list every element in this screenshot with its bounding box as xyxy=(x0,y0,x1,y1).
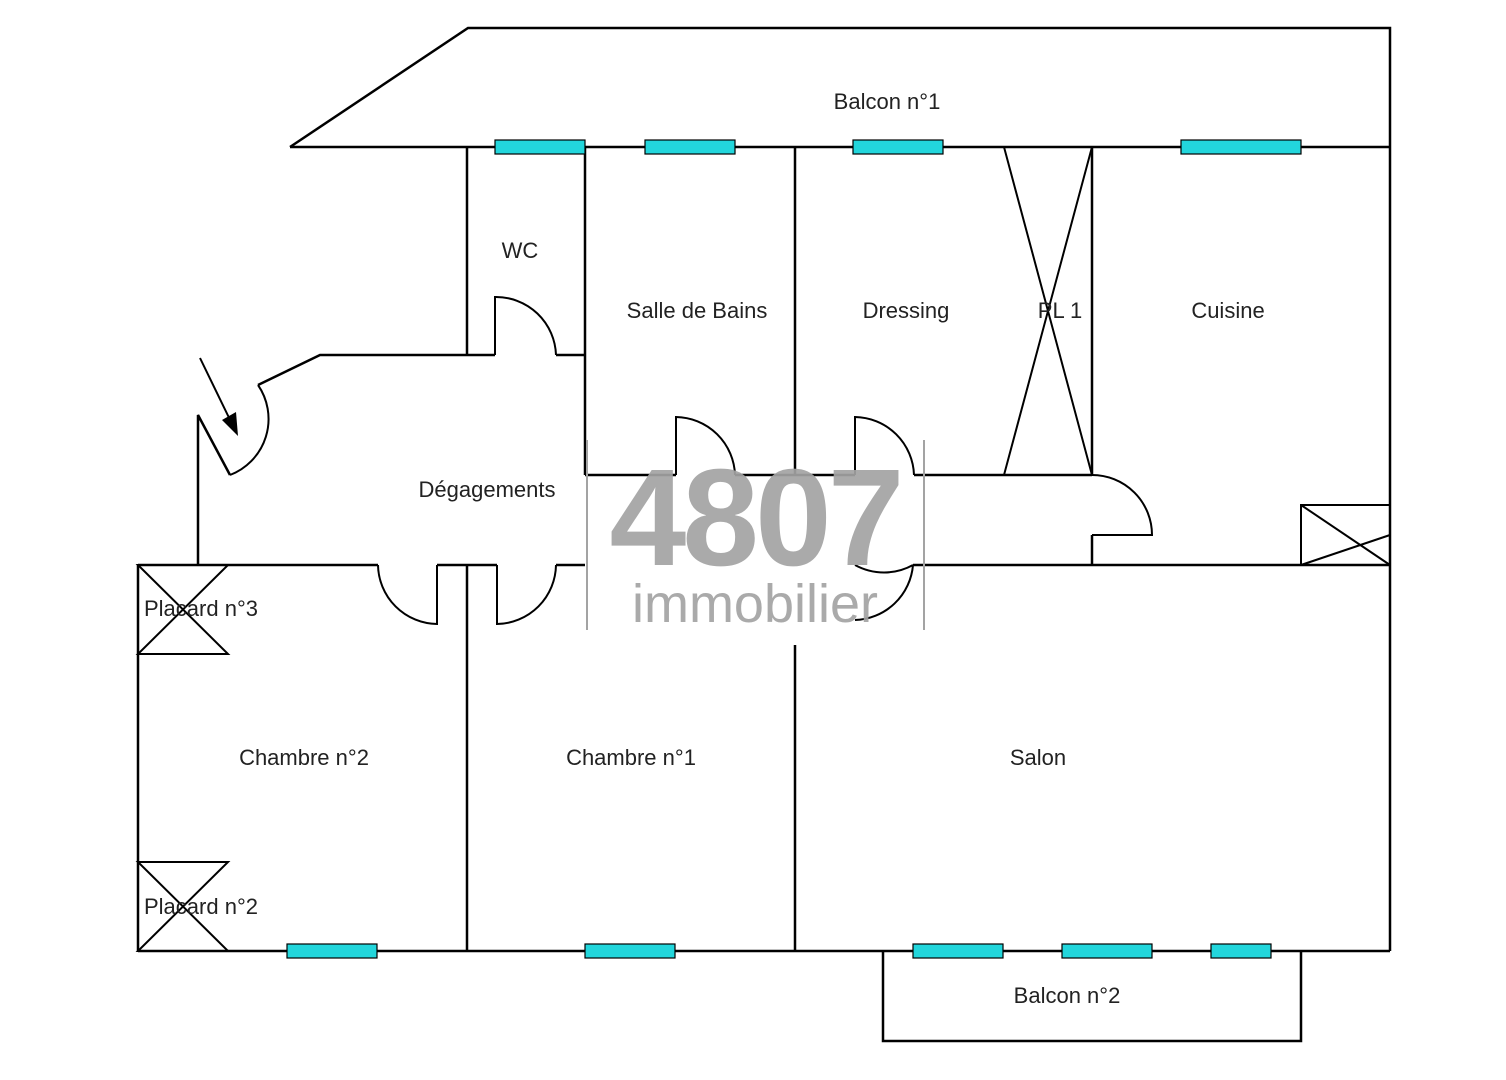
hallway-upper-wall xyxy=(257,353,495,387)
window-salon-1 xyxy=(912,943,1004,959)
watermark-number: 4807 xyxy=(610,441,901,595)
window-dressing xyxy=(852,139,944,155)
label-wc: WC xyxy=(502,238,539,263)
wc-door xyxy=(494,295,557,356)
window-kitchen xyxy=(1180,139,1302,155)
balcony-1-outline xyxy=(289,26,1392,149)
label-pl1: PL 1 xyxy=(1038,298,1082,323)
label-placard-2: Placard n°2 xyxy=(144,894,258,919)
dressing-door xyxy=(854,415,915,476)
label-chambre-2: Chambre n°2 xyxy=(239,745,369,770)
label-cuisine: Cuisine xyxy=(1191,298,1264,323)
bathroom-door xyxy=(675,415,736,476)
kitchen-door xyxy=(1091,474,1154,536)
label-chambre-1: Chambre n°1 xyxy=(566,745,696,770)
watermark-subtitle: immobilier xyxy=(632,574,878,634)
window-wc xyxy=(494,139,586,155)
chambre-2-door xyxy=(377,564,438,626)
window-salon-3 xyxy=(1210,943,1272,959)
entrance-arrowhead xyxy=(222,412,238,436)
window-salon-2 xyxy=(1061,943,1153,959)
chambre-1-door xyxy=(496,564,557,626)
window-chambre-2 xyxy=(286,943,378,959)
watermark: 4807 immobilier xyxy=(586,440,925,634)
placard-2-icon xyxy=(135,861,231,952)
label-placard-3: Placard n°3 xyxy=(144,596,258,621)
entrance-wall xyxy=(196,414,232,565)
label-dressing: Dressing xyxy=(863,298,950,323)
window-chambre-1 xyxy=(584,943,676,959)
label-balcon-1: Balcon n°1 xyxy=(834,89,941,114)
kitchen-cabinet-icon xyxy=(1300,504,1391,566)
entrance-door xyxy=(229,384,270,476)
pl1-cross-icon xyxy=(1003,146,1093,476)
placard-3-icon xyxy=(135,564,231,655)
entrance-arrow-icon xyxy=(199,357,235,429)
balcony-2-outline xyxy=(881,951,1303,1043)
label-salle-de-bains: Salle de Bains xyxy=(627,298,768,323)
window-bathroom xyxy=(644,139,736,155)
label-salon: Salon xyxy=(1010,745,1066,770)
salon-door xyxy=(854,564,914,621)
label-degagements: Dégagements xyxy=(419,477,556,502)
label-balcon-2: Balcon n°2 xyxy=(1014,983,1121,1008)
